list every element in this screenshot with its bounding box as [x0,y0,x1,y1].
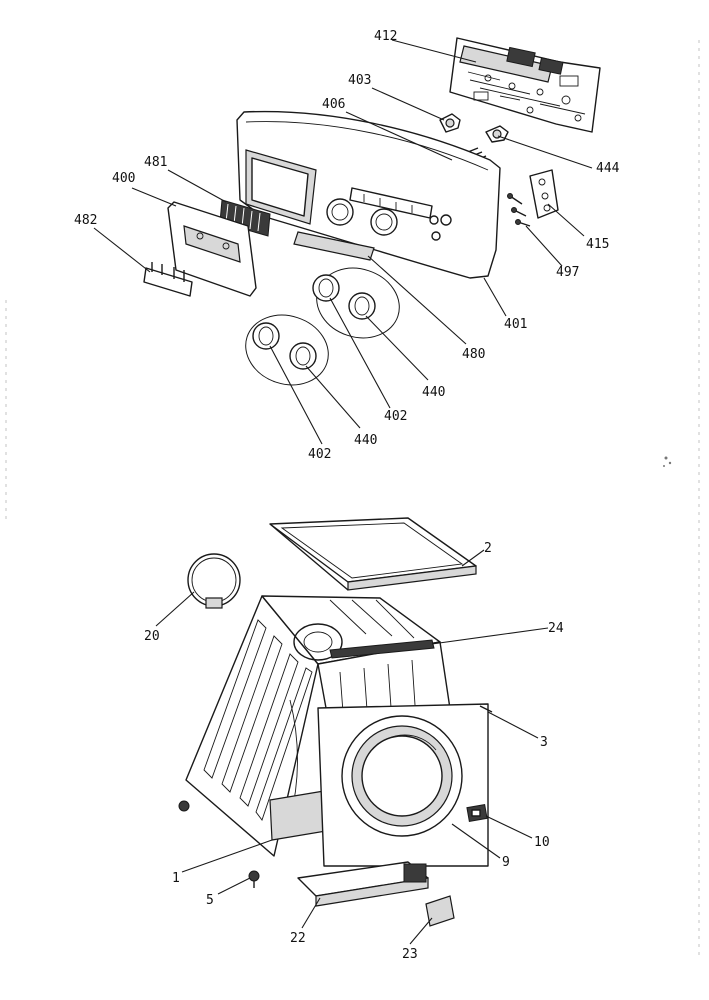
door-lock-10 [466,803,488,823]
callout-482: 482 [74,213,97,228]
callout-444: 444 [596,161,620,176]
drawer-400 [167,201,257,297]
knob-group-ring-lower [245,314,329,386]
callout-23: 23 [402,947,418,962]
callout-481: 481 [144,155,167,170]
callout-415: 415 [586,237,609,252]
kick-plate-22 [297,861,429,907]
callout-1: 1 [172,871,180,886]
callout-9: 9 [502,855,510,870]
callout-480: 480 [462,347,485,362]
foot-rear [178,800,190,812]
screws-497 [507,193,531,227]
callout-22: 22 [290,931,306,946]
callout-3: 3 [540,735,548,750]
callout-440-lower: 440 [354,433,377,448]
foot-5 [248,870,260,888]
callout-2: 2 [484,541,492,556]
button-frame-415 [529,169,559,219]
callout-412: 412 [374,29,397,44]
callout-406: 406 [322,97,345,112]
top-lid-2 [269,517,477,591]
callout-440-upper: 440 [422,385,445,400]
callout-20: 20 [144,629,160,644]
callout-labels: 412 403 406 444 481 400 482 415 497 401 … [74,29,620,962]
callout-402-lower: 402 [308,447,331,462]
bar-480 [293,231,375,261]
cover-23 [425,895,455,927]
top-rail-24 [329,639,435,659]
bracket-482 [143,262,193,297]
front-panel-3 [317,703,493,867]
knob-440-upper [348,292,376,320]
connector-403 [439,113,461,133]
callout-24: 24 [548,621,564,636]
scan-speck [663,456,672,467]
callout-402-upper: 402 [384,409,407,424]
pin-444 [485,125,509,143]
leader-lines [93,39,593,945]
callout-10: 10 [534,835,550,850]
knob-402-upper [312,274,340,302]
control-panel-401 [236,110,501,279]
control-board-412 [449,37,601,133]
callout-497: 497 [556,265,579,280]
callout-5: 5 [206,893,214,908]
knob-440-lower [289,342,317,370]
callout-401: 401 [504,317,527,332]
callout-403: 403 [348,73,371,88]
callout-400: 400 [112,171,135,186]
clamp-ring-20 [187,553,241,609]
knob-402-lower [252,322,280,350]
